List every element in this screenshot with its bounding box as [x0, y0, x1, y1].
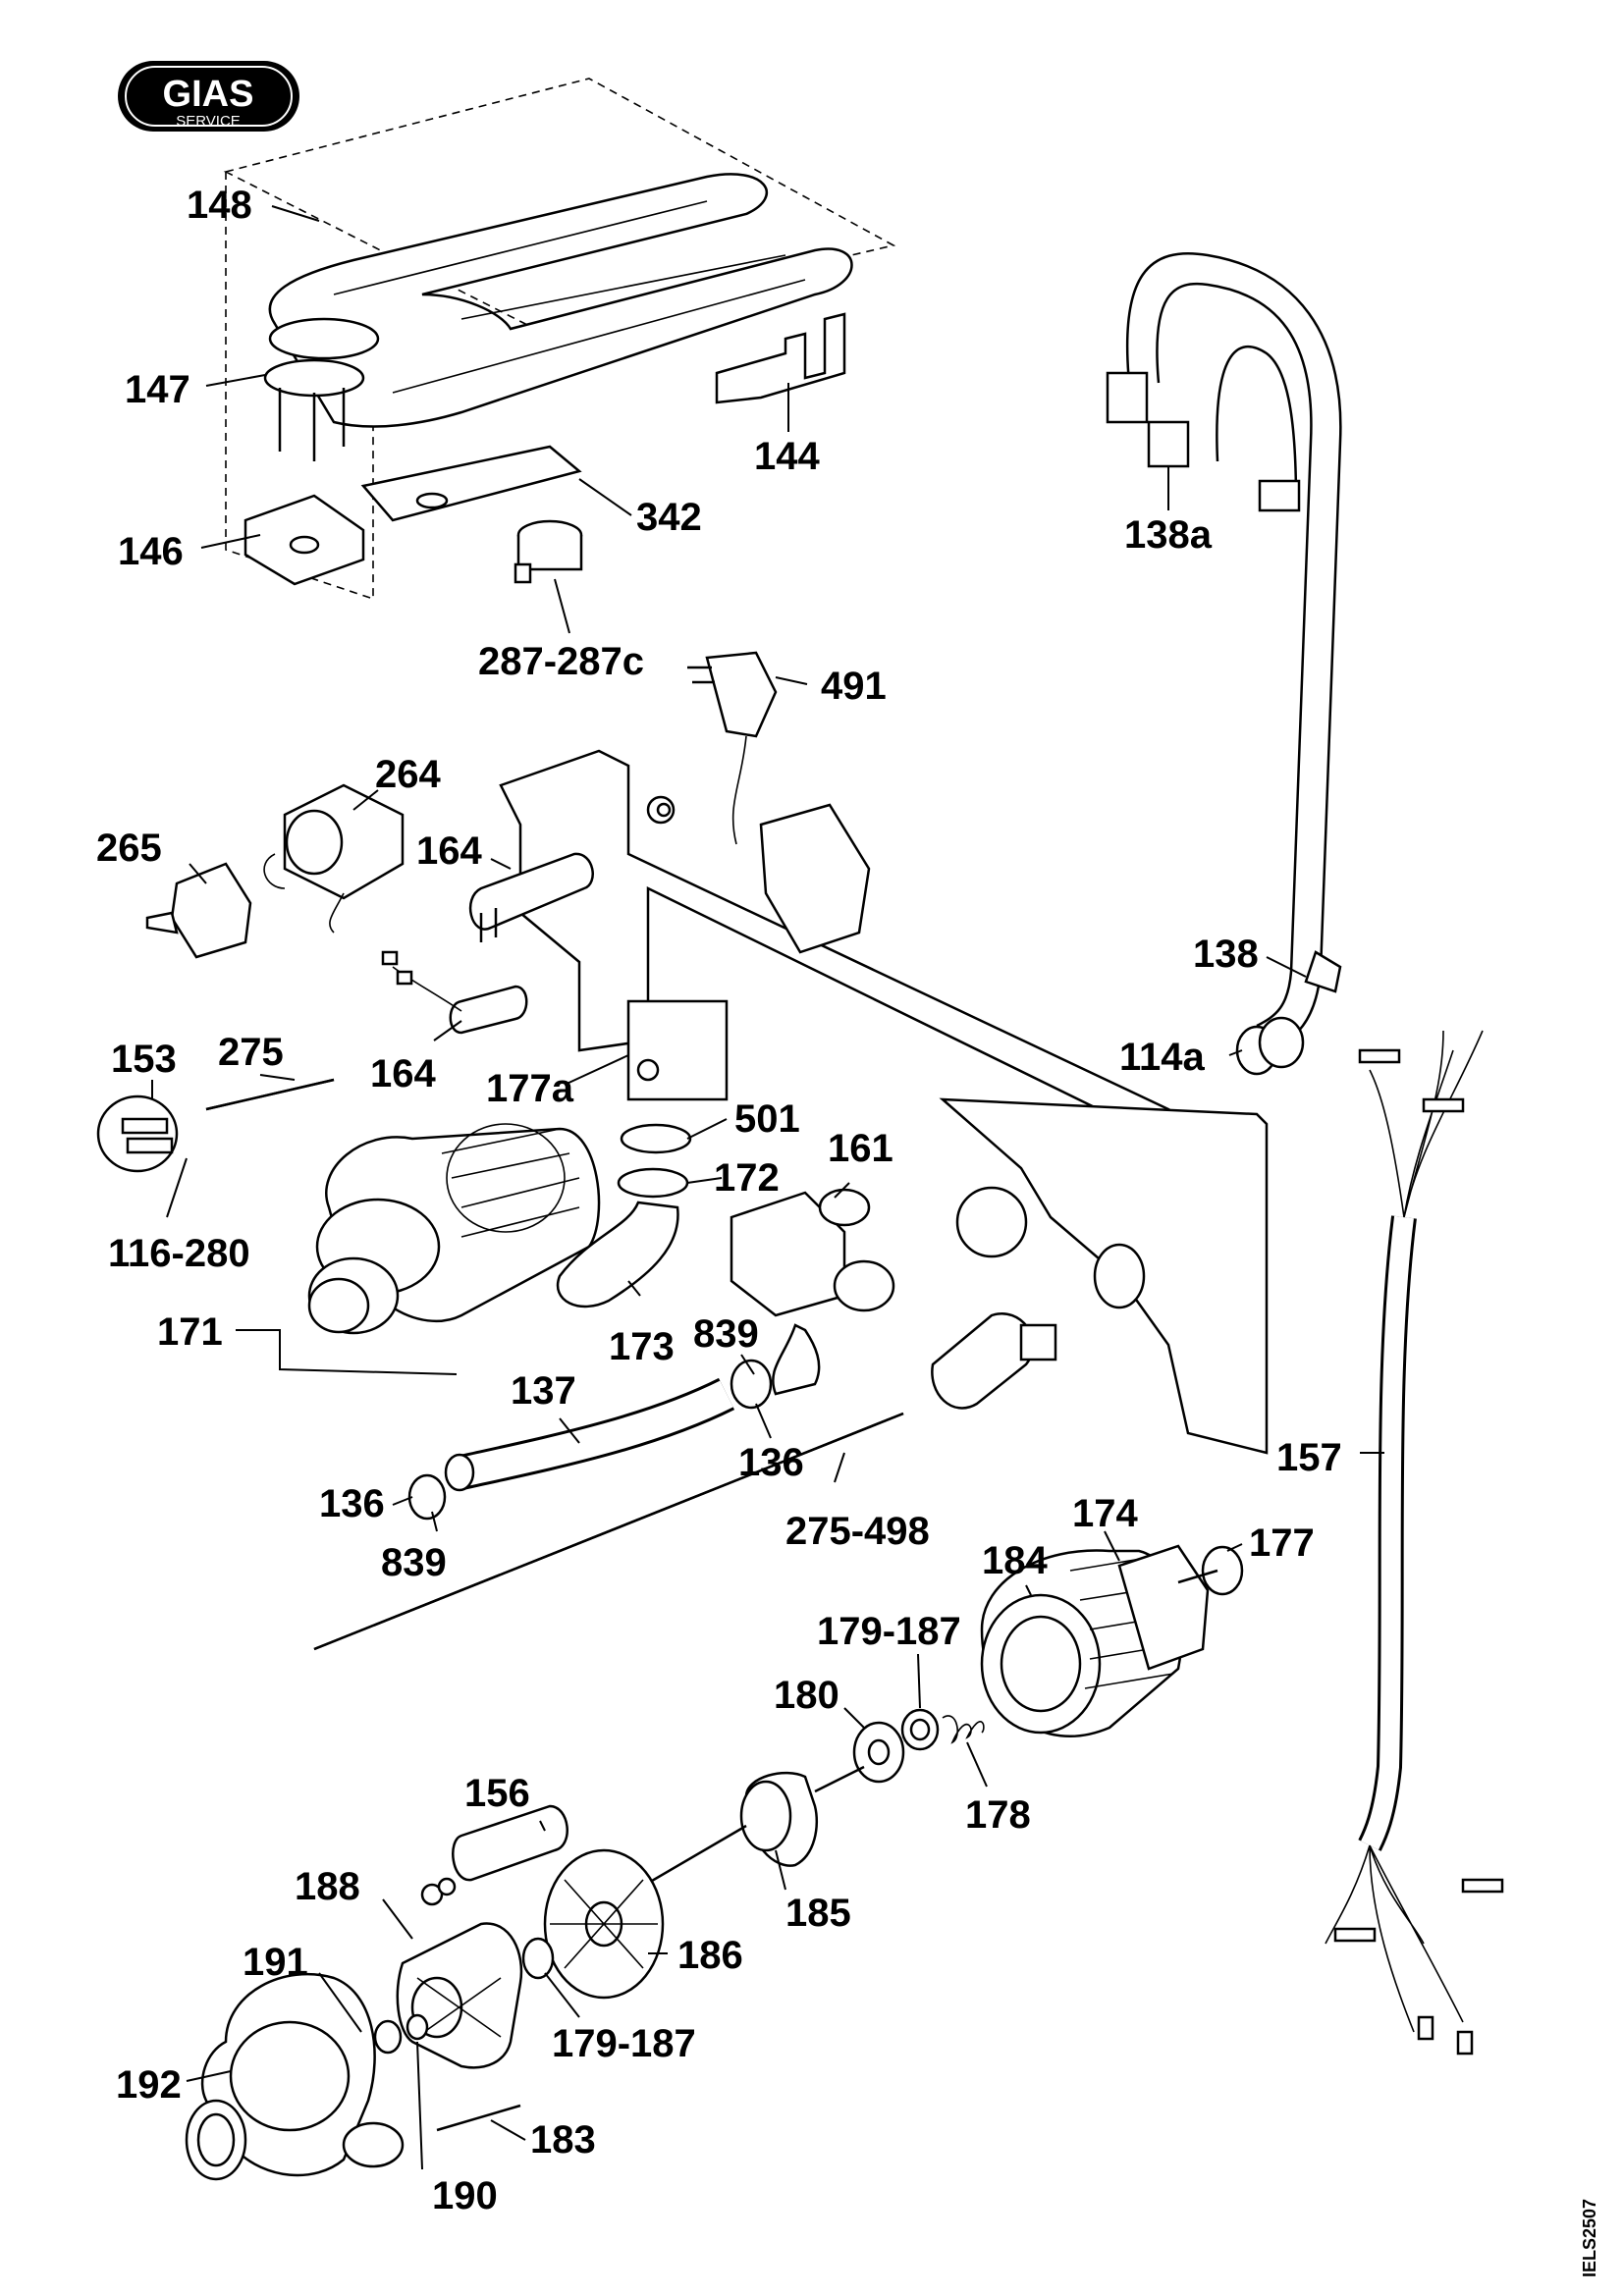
clamp-172 [617, 1167, 689, 1199]
label-177a: 177a [486, 1067, 574, 1110]
thermostat-287 [514, 519, 583, 584]
label-839-upper: 839 [693, 1312, 759, 1356]
clamp-501 [620, 1123, 692, 1154]
logo-sub: SERVICE [176, 113, 241, 130]
capacitor-164-upper [468, 852, 594, 942]
clamp-136-839-upper [730, 1359, 773, 1410]
pump-body-188 [396, 1922, 523, 2069]
label-136-upper: 136 [738, 1441, 804, 1484]
bearing-179-187-upper [900, 1708, 940, 1751]
hose-275 [205, 1078, 335, 1111]
fan-disc-180 [852, 1721, 905, 1784]
hose-137 [444, 1377, 735, 1492]
drain-hose-138 [1106, 251, 1342, 1052]
gias-service-logo: GIAS SERVICE [118, 61, 299, 132]
label-185: 185 [785, 1892, 851, 1935]
label-116-280: 116-280 [108, 1232, 250, 1275]
label-148: 148 [187, 184, 252, 227]
label-183: 183 [530, 2118, 596, 2162]
label-156: 156 [464, 1772, 530, 1815]
label-171: 171 [157, 1310, 223, 1354]
clamp-114a [1235, 1016, 1305, 1076]
label-147: 147 [125, 368, 190, 411]
mains-plug-491 [687, 651, 778, 845]
bearing-177 [1177, 1545, 1244, 1596]
label-275-498: 275-498 [785, 1510, 930, 1553]
label-264: 264 [375, 753, 441, 796]
screw-183 [436, 2104, 521, 2132]
control-module [759, 803, 871, 954]
washer-190 [406, 2013, 429, 2041]
support-frame [499, 749, 1269, 1455]
heater-element-148 [223, 78, 896, 601]
rotor-185 [627, 1765, 865, 1896]
bracket-146 [243, 494, 365, 586]
transformer-264 [263, 783, 405, 934]
label-190: 190 [432, 2174, 498, 2217]
label-178: 178 [965, 1793, 1031, 1837]
logo-brand: GIAS [163, 74, 254, 115]
label-153: 153 [111, 1038, 177, 1081]
drawing-code: IELS2507 [1580, 2199, 1599, 2277]
leader-lines [151, 205, 1384, 2170]
tube-275-498 [313, 1412, 904, 1651]
label-275: 275 [218, 1031, 284, 1074]
label-188: 188 [295, 1865, 360, 1908]
solenoid-valve-161 [730, 1188, 895, 1396]
label-172: 172 [714, 1156, 780, 1200]
label-137: 137 [511, 1369, 576, 1413]
relay-265 [145, 862, 252, 959]
label-164-upper: 164 [416, 829, 482, 873]
callout-labels: 148 147 146 144 342 287-287c 491 138a 26… [96, 184, 1342, 2217]
label-265: 265 [96, 827, 162, 870]
label-136-lower: 136 [319, 1482, 385, 1525]
label-164-lower: 164 [370, 1052, 436, 1095]
label-138a: 138a [1124, 513, 1213, 557]
label-146: 146 [118, 530, 184, 573]
label-174: 174 [1072, 1492, 1138, 1535]
label-177: 177 [1249, 1522, 1315, 1565]
label-186: 186 [677, 1934, 743, 1977]
filter-cap-153 [96, 1095, 179, 1173]
capacitor-156 [420, 1804, 568, 1906]
label-192: 192 [116, 2063, 182, 2107]
label-184: 184 [982, 1539, 1048, 1582]
label-161: 161 [828, 1127, 893, 1170]
label-180: 180 [774, 1674, 839, 1717]
label-157: 157 [1276, 1436, 1342, 1479]
pressure-switch [931, 1312, 1057, 1410]
elbow-173 [556, 1201, 679, 1308]
bracket-144 [715, 312, 846, 404]
pump-motor-171 [307, 1123, 601, 1335]
label-144: 144 [754, 435, 820, 478]
label-191: 191 [243, 1941, 308, 1984]
label-491: 491 [821, 665, 887, 708]
label-179-187-lower: 179-187 [552, 2022, 696, 2065]
pump-housing-192 [185, 1973, 405, 2181]
wire-harness-157 [1325, 1030, 1504, 2056]
capacitor-164-lower [381, 950, 528, 1035]
fan-186 [543, 1848, 665, 2000]
label-179-187-upper: 179-187 [817, 1610, 961, 1653]
label-114a: 114a [1119, 1036, 1206, 1079]
spring-178 [942, 1715, 985, 1744]
label-138: 138 [1193, 933, 1259, 976]
label-501: 501 [734, 1097, 800, 1141]
gasket-342 [360, 445, 582, 522]
label-287-287c: 287-287c [478, 640, 644, 683]
seal-179-187-lower [521, 1937, 555, 1980]
end-bracket-174 [1117, 1544, 1210, 1671]
clamp-136-839-lower [407, 1473, 447, 1521]
label-342: 342 [636, 496, 702, 539]
label-839-lower: 839 [381, 1541, 447, 1584]
label-173: 173 [609, 1325, 675, 1368]
